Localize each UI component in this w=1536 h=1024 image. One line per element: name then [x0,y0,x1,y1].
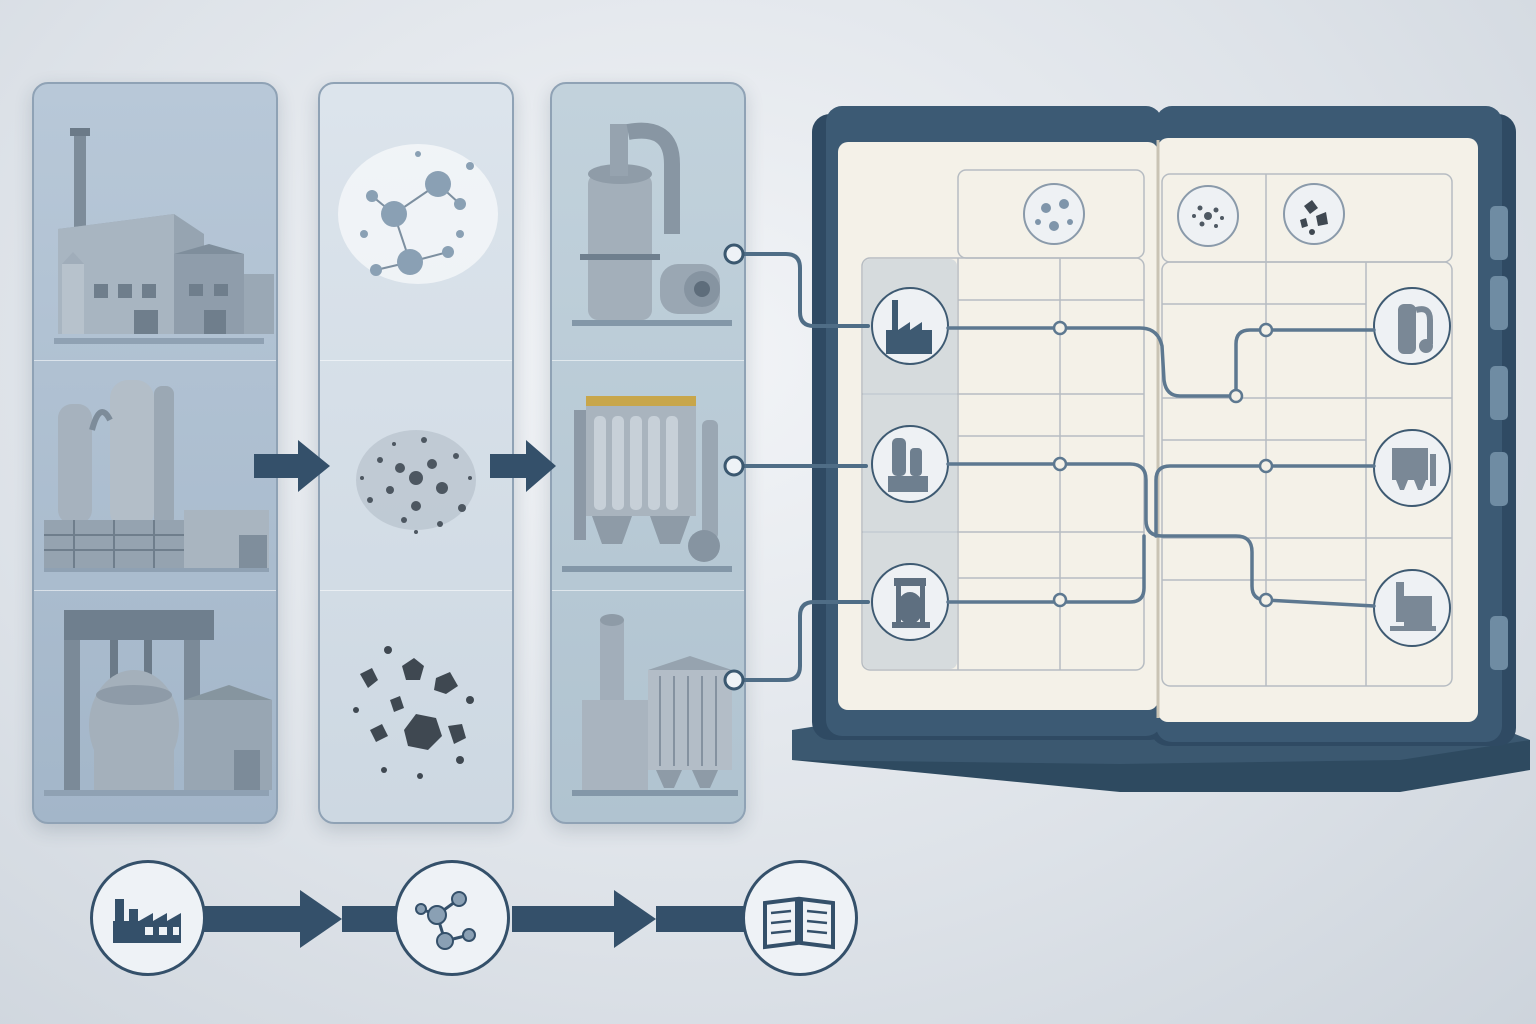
pollutant-gas-cell [320,84,512,361]
book-routing-lines [946,326,1376,608]
arrow-sources-to-pollutants [254,440,330,492]
book-row-factory-icon [871,287,949,365]
source-chemical-plant-cell [34,360,276,591]
bottom-step-reference-book [742,860,858,976]
bottom-flow-arrows [200,890,746,948]
control-scrubber-cell [552,84,744,361]
open-book-icon [763,896,835,950]
book-row-chemical-plant-icon [871,425,949,503]
control-equipment-panel [550,82,746,824]
factory-chimney-building-icon [54,128,274,344]
chemical-plant-towers-icon [44,380,269,572]
scrubber-tower-icon [572,122,732,326]
book-header-fine-dust-icon [1177,185,1239,247]
bottom-step-factory [90,860,206,976]
fine-particulate-dust-icon [356,430,476,534]
book-index-tabs[interactable] [1490,206,1508,670]
book-row-scrubber-icon [1373,287,1451,365]
coarse-particle-clumps-icon [353,646,474,779]
factory-icon [113,899,181,943]
source-foundry-cell [34,590,276,822]
molecule-icon [415,891,476,950]
pollutants-panel [318,82,514,824]
baghouse-filter-icon [562,396,732,572]
book-row-furnace-icon [871,563,949,641]
book-header-coarse-particle-icon [1283,183,1345,245]
source-factory-cell [34,84,276,361]
gas-molecule-cloud-icon [338,144,498,284]
arrow-pollutants-to-controls [490,440,556,492]
control-baghouse-cell [552,360,744,591]
bottom-step-molecule [394,860,510,976]
book-row-precipitator-icon [1373,569,1451,647]
pollutant-coarse-cell [320,590,512,822]
foundry-gantry-furnace-icon [44,610,272,796]
electrostatic-precipitator-icon [572,614,738,796]
control-precipitator-cell [552,590,744,822]
sources-panel [32,82,278,824]
book-header-gas-molecule-icon [1023,183,1085,245]
reference-book [792,106,1530,792]
bottom-flow-summary [0,850,900,990]
pollutant-fine-dust-cell [320,360,512,591]
book-row-baghouse-icon [1373,429,1451,507]
